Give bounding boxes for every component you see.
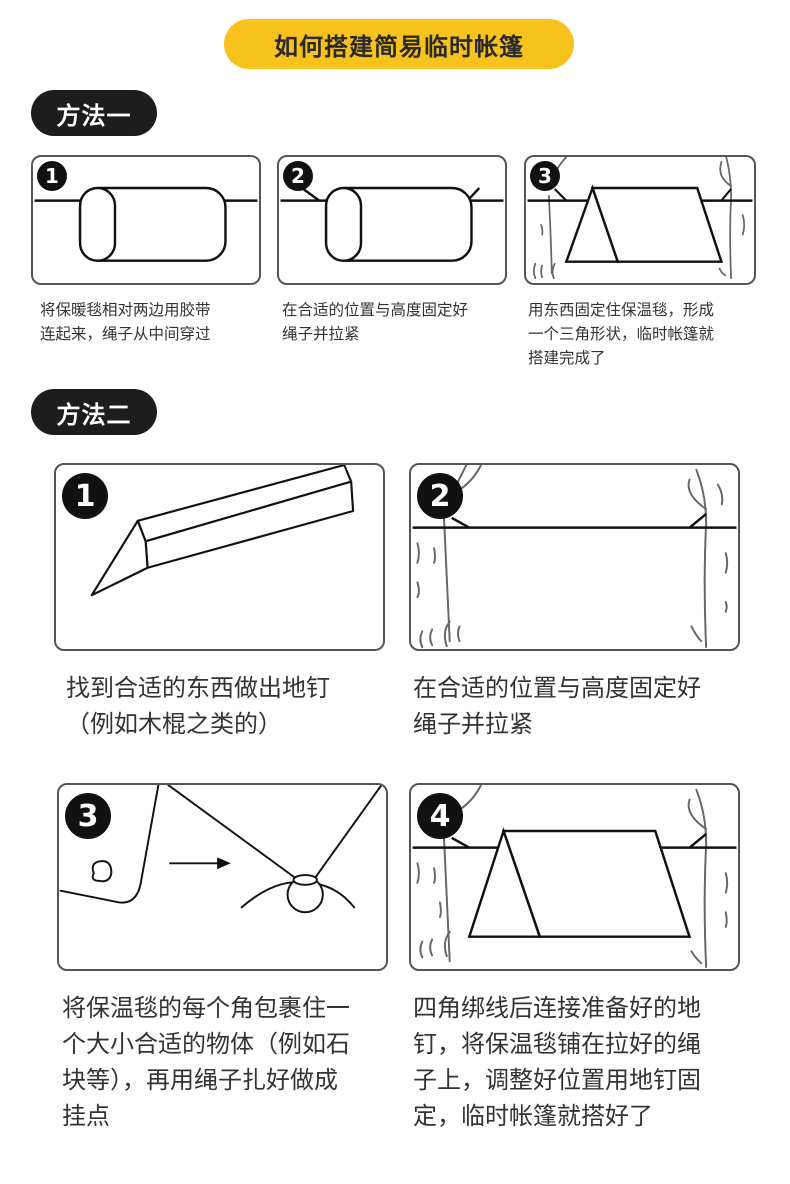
step-number-badge: 2 bbox=[283, 161, 313, 191]
step-number-badge: 3 bbox=[65, 793, 111, 839]
page-title: 如何搭建简易临时帐篷 bbox=[224, 19, 574, 69]
method-1-step-2-caption: 在合适的位置与高度固定好 绳子并拉紧 bbox=[282, 301, 469, 343]
step-number-badge: 4 bbox=[417, 793, 463, 839]
method-2-step-4-panel: 4 bbox=[409, 783, 740, 971]
method-2-step-3-panel: 3 bbox=[57, 783, 388, 971]
method-2-label: 方法二 bbox=[31, 389, 157, 435]
method-1-step-3-panel: 3 bbox=[524, 155, 756, 285]
step-number-badge: 3 bbox=[530, 161, 560, 191]
triangle-tent-icon bbox=[527, 157, 753, 280]
method-1-step-3-caption: 用东西固定住保温毯，形成 一个三角形状，临时帐篷就 搭建完成了 bbox=[528, 301, 715, 367]
method-2-step-4-caption: 四角绑线后连接准备好的地 钉，将保温毯铺在拉好的绳 子上，调整好位置用地钉固 定… bbox=[413, 994, 701, 1130]
method-2-step-2-panel: 2 bbox=[409, 463, 740, 651]
step-number-badge: 1 bbox=[37, 161, 67, 191]
method-2-step-2-caption: 在合适的位置与高度固定好 绳子并拉紧 bbox=[413, 674, 701, 738]
method-2-step-3-caption: 将保温毯的每个角包裹住一 个大小合适的物体（例如石 块等），再用绳子扎好做成 挂… bbox=[62, 994, 350, 1130]
finished-tent-icon bbox=[412, 785, 737, 969]
method-1-step-1-panel: 1 bbox=[31, 155, 261, 285]
method-2-step-1-panel: 1 bbox=[54, 463, 385, 651]
method-1-step-1-caption: 将保暖毯相对两边用胶带 连起来，绳子从中间穿过 bbox=[40, 301, 211, 343]
step-number-badge: 1 bbox=[62, 473, 108, 519]
rope-tied-roll-icon bbox=[280, 186, 504, 262]
step-number-badge: 2 bbox=[417, 473, 463, 519]
blanket-roll-icon bbox=[34, 186, 258, 262]
wrapped-stone-corner-icon bbox=[59, 785, 383, 914]
method-1-step-2-panel: 2 bbox=[277, 155, 507, 285]
method-2-step-1-caption: 找到合适的东西做出地钉 （例如木棍之类的） bbox=[66, 674, 330, 738]
method-1-label: 方法一 bbox=[31, 90, 157, 136]
wooden-stake-icon bbox=[90, 465, 355, 597]
